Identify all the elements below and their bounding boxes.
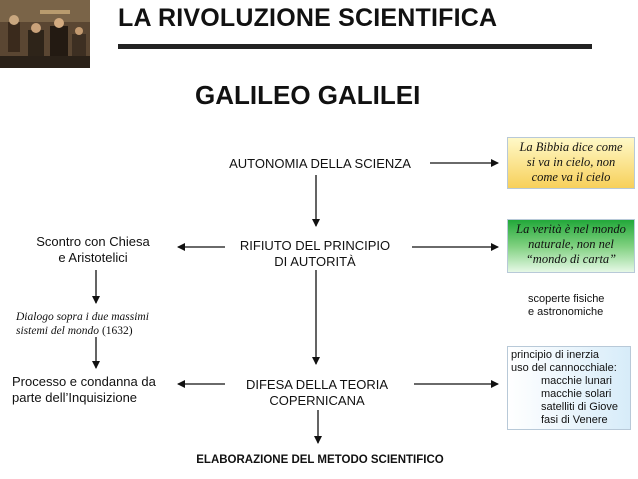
node-difesa: DIFESA DELLA TEORIA COPERNICANA: [222, 377, 412, 409]
node-metodo-label: ELABORAZIONE DEL METODO SCIENTIFICO: [196, 454, 444, 466]
diagram-subtitle: GALILEO GALILEI: [195, 80, 421, 110]
node-difesa-line2: COPERNICANA: [269, 393, 365, 408]
title-underline: [118, 44, 592, 49]
node-processo: Processo e condanna da parte dell’Inquis…: [12, 374, 187, 406]
node-autonomia: AUTONOMIA DELLA SCIENZA: [210, 156, 430, 172]
box-bibbia-line3: come va il cielo: [531, 170, 611, 184]
node-difesa-line1: DIFESA DELLA TEORIA: [245, 377, 389, 392]
node-scoperte-line1: scoperte fisiche: [528, 293, 605, 305]
box-principio: principio di inerzia uso del cannocchial…: [507, 346, 631, 430]
node-metodo: ELABORAZIONE DEL METODO SCIENTIFICO: [170, 452, 470, 468]
cannocchiale-list: macchie lunari macchie solari satelliti …: [511, 375, 630, 427]
box-bibbia: La Bibbia dice come si va in cielo, non …: [507, 137, 635, 189]
node-scontro: Scontro con Chiesa e Aristotelici: [18, 234, 168, 266]
node-dialogo-year: (1632): [99, 325, 133, 337]
node-scoperte: scoperte fisiche e astronomiche: [528, 293, 633, 319]
node-scoperte-line2: e astronomiche: [528, 306, 604, 318]
node-autonomia-label: AUTONOMIA DELLA SCIENZA: [229, 156, 411, 171]
box-bibbia-line2: si va in cielo, non: [526, 155, 616, 169]
node-processo-line2: parte dell’Inquisizione: [12, 390, 138, 405]
cannocchiale-item: satelliti di Giove: [541, 401, 619, 413]
page-title: LA RIVOLUZIONE SCIENTIFICA: [118, 4, 498, 32]
node-rifiuto-line1: RIFIUTO DEL PRINCIPIO: [239, 238, 391, 253]
cannocchiale-item: fasi di Venere: [541, 414, 608, 426]
cannocchiale-item: macchie solari: [541, 388, 612, 400]
box-verita: La verità è nel mondo naturale, non nel …: [507, 219, 635, 273]
node-dialogo-line1: Dialogo sopra i due massimi: [16, 311, 149, 323]
node-dialogo-line2: sistemi del mondo (1632): [16, 324, 186, 338]
node-dialogo: Dialogo sopra i due massimi sistemi del …: [16, 310, 186, 338]
box-bibbia-line1: La Bibbia dice come: [519, 140, 623, 154]
node-rifiuto: RIFIUTO DEL PRINCIPIO DI AUTORITÀ: [220, 238, 410, 270]
node-rifiuto-line2: DI AUTORITÀ: [274, 254, 356, 269]
box-verita-line2: naturale, non nel: [528, 237, 614, 251]
box-principio-line1: principio di inerzia: [511, 349, 600, 361]
cannocchiale-item: macchie lunari: [541, 375, 612, 387]
box-verita-line1: La verità è nel mondo: [516, 222, 626, 236]
galileo-painting: [0, 0, 90, 68]
node-scontro-line2: e Aristotelici: [58, 250, 128, 265]
node-scontro-line1: Scontro con Chiesa: [36, 234, 150, 249]
box-verita-line3: “mondo di carta”: [525, 252, 617, 266]
node-processo-line1: Processo e condanna da: [12, 374, 156, 389]
box-principio-line2: uso del cannocchiale:: [511, 362, 617, 374]
node-dialogo-work-title: sistemi del mondo: [16, 325, 100, 337]
